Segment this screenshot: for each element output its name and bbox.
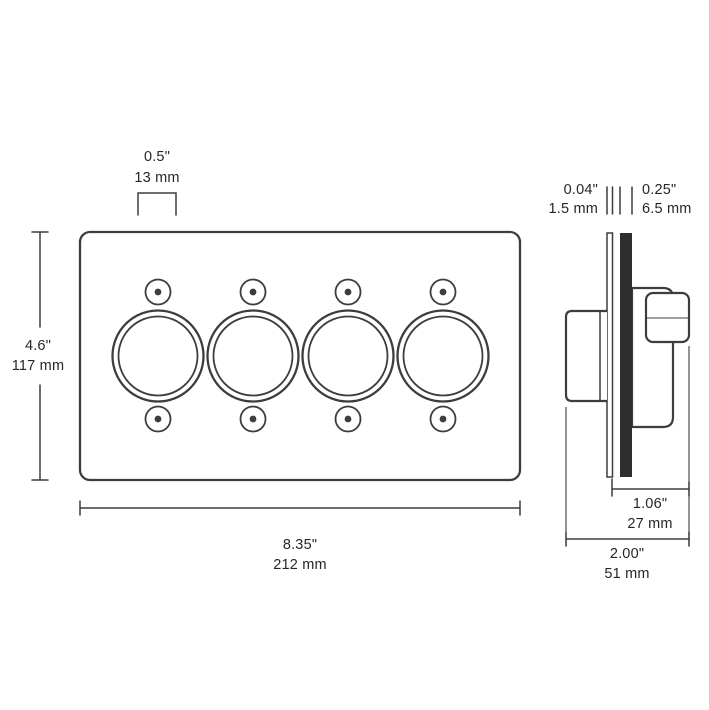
knob-width-bracket [137,192,177,216]
knob-outer-ring [206,309,300,403]
rear-depth-label-mm: 27 mm [627,516,672,532]
screw-hole [144,405,172,433]
knob-width-label-in: 0.5" [144,149,170,165]
knob-outer-ring [396,309,490,403]
plate-width-label-mm: 212 mm [273,557,327,573]
screw-hole [239,405,267,433]
screw-hole [334,405,362,433]
total-depth-label-mm: 51 mm [604,566,649,582]
plate-width-label-in: 8.35" [283,537,317,553]
side-knob [564,309,607,403]
plate-height-label-in: 4.6" [25,338,51,354]
faceplate-thickness-label-mm: 1.5 mm [548,201,598,217]
knob-outer-ring [111,309,205,403]
screw-hole [429,278,457,306]
total-depth-label-in: 2.00" [610,546,644,562]
side-wallplate-bar [620,233,632,477]
dim-plate-width: 8.35" 212 mm [79,500,521,573]
dim-faceplate-thickness: 0.04" 1.5 mm [548,182,614,217]
screw-hole [429,405,457,433]
front-view [78,230,522,482]
side-faceplate [606,232,614,478]
screw-hole [334,278,362,306]
side-view [564,232,691,478]
knob-3 [301,309,395,403]
wallplate-thickness-label-in: 0.25" [642,182,676,198]
knob-inner-ring [402,315,484,397]
knob-inner-ring [117,315,199,397]
faceplate-outline [78,230,522,482]
screw-hole [239,278,267,306]
plate-height-label-mm: 117 mm [12,358,65,374]
knob-inner-ring [307,315,389,397]
knob-inner-ring [212,315,294,397]
faceplate-thickness-label-in: 0.04" [564,182,598,198]
knob-1 [111,309,205,403]
dim-rear-depth: 1.06" 27 mm [611,346,690,546]
wallplate-thickness-label-mm: 6.5 mm [642,201,692,217]
dim-knob-stem-width: 0.5" 13 mm [134,149,179,216]
dim-total-depth: 2.00" 51 mm [565,407,690,582]
knob-4 [396,309,490,403]
rear-depth-label-in: 1.06" [633,496,667,512]
knob-width-label-mm: 13 mm [134,170,179,186]
screw-hole [144,278,172,306]
dim-wallplate-thickness: 0.25" 6.5 mm [619,182,692,217]
dim-plate-height: 4.6" 117 mm [12,231,65,481]
knob-2 [206,309,300,403]
knob-outer-ring [301,309,395,403]
